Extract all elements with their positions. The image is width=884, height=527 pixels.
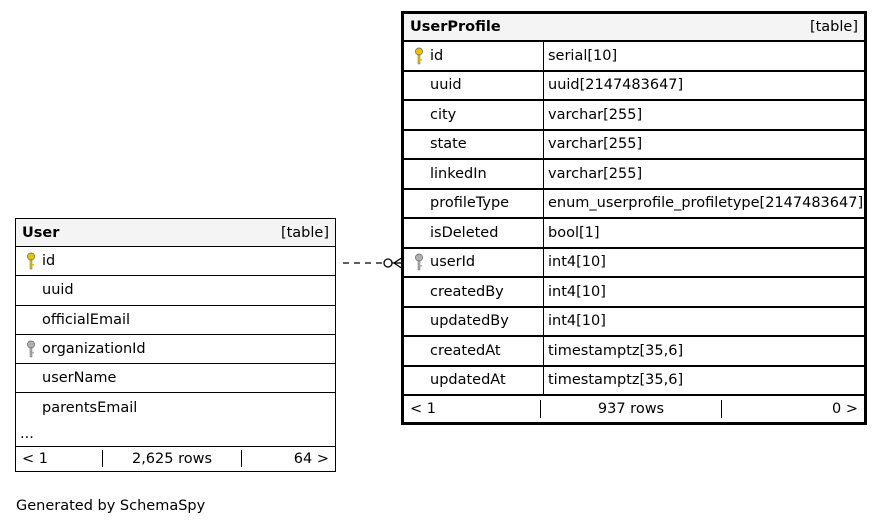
footer-divider bbox=[102, 450, 103, 468]
column-row-organizationid[interactable]: organizationId bbox=[16, 335, 335, 365]
column-name-cell: updatedBy bbox=[404, 307, 544, 335]
column-name: officialEmail bbox=[42, 311, 131, 328]
footer-parents: < 1 bbox=[22, 450, 48, 467]
column-type: int4[10] bbox=[548, 283, 606, 300]
footer-divider bbox=[241, 450, 242, 468]
column-name: parentsEmail bbox=[42, 400, 138, 417]
column-type: serial[10] bbox=[548, 47, 618, 64]
column-name: linkedIn bbox=[430, 165, 487, 182]
user-table[interactable]: User [table] id uuid officialEmail organiza… bbox=[15, 218, 336, 472]
primary-key-icon bbox=[20, 252, 42, 270]
column-name-cell: city bbox=[404, 101, 544, 129]
table-kind: [table] bbox=[280, 224, 329, 241]
table-footer: < 1 2,625 rows 64 > bbox=[16, 447, 335, 471]
user-table-header[interactable]: User [table] bbox=[16, 219, 335, 247]
column-name: uuid bbox=[430, 77, 462, 94]
column-name-cell: state bbox=[404, 130, 544, 158]
column-row-username[interactable]: userName bbox=[16, 364, 335, 394]
column-name: updatedAt bbox=[430, 372, 506, 389]
column-row-state[interactable]: state varchar[255] bbox=[404, 130, 864, 160]
column-name-cell: officialEmail bbox=[16, 306, 316, 334]
footer-row-count: 2,625 rows bbox=[131, 450, 213, 467]
column-name: id bbox=[430, 47, 444, 64]
footer-children: 0 > bbox=[832, 401, 858, 417]
column-type: enum_userprofile_profiletype[2147483647] bbox=[548, 195, 864, 212]
footer-parents: < 1 bbox=[410, 401, 436, 417]
column-name: createdAt bbox=[430, 342, 501, 359]
column-row-uuid[interactable]: uuid uuid[2147483647] bbox=[404, 71, 864, 101]
column-name: isDeleted bbox=[430, 224, 499, 241]
column-row-createdby[interactable]: createdBy int4[10] bbox=[404, 278, 864, 308]
table-footer: < 1 937 rows 0 > bbox=[404, 396, 864, 422]
primary-key-icon bbox=[408, 47, 430, 65]
column-row-profiletype[interactable]: profileType enum_userprofile_profiletype[… bbox=[404, 189, 864, 219]
column-name: organizationId bbox=[42, 341, 146, 358]
column-name: updatedBy bbox=[430, 313, 509, 330]
column-name: uuid bbox=[42, 282, 74, 299]
column-row-updatedby[interactable]: updatedBy int4[10] bbox=[404, 307, 864, 337]
column-name-cell: id bbox=[404, 42, 544, 70]
table-name: UserProfile bbox=[410, 19, 501, 35]
column-type: timestamptz[35,6] bbox=[548, 342, 684, 359]
column-row-isdeleted[interactable]: isDeleted bool[1] bbox=[404, 219, 864, 249]
column-name-cell: createdAt bbox=[404, 337, 544, 365]
column-name-cell: uuid bbox=[16, 276, 316, 304]
ellipsis: ... bbox=[20, 426, 34, 443]
column-type: uuid[2147483647] bbox=[548, 77, 684, 94]
column-name: createdBy bbox=[430, 283, 504, 300]
foreign-key-icon bbox=[20, 340, 42, 358]
foreign-key-icon bbox=[408, 253, 430, 271]
column-type: varchar[255] bbox=[548, 136, 643, 153]
column-row-uuid[interactable]: uuid bbox=[16, 276, 335, 306]
table-name: User bbox=[22, 224, 60, 241]
column-name-cell: organizationId bbox=[16, 335, 316, 363]
column-row-officialemail[interactable]: officialEmail bbox=[16, 306, 335, 335]
column-name-cell: linkedIn bbox=[404, 160, 544, 188]
column-row-id[interactable]: id serial[10] bbox=[404, 42, 864, 72]
column-row-linkedin[interactable]: linkedIn varchar[255] bbox=[404, 160, 864, 190]
column-name: userId bbox=[430, 254, 476, 271]
column-name-cell: updatedAt bbox=[404, 366, 544, 394]
footer-divider bbox=[540, 399, 541, 419]
footer-divider bbox=[721, 399, 722, 419]
column-type: bool[1] bbox=[548, 224, 600, 241]
column-row-parentsemail[interactable]: parentsEmail bbox=[16, 393, 335, 422]
footer-row-count: 937 rows bbox=[597, 401, 665, 417]
column-row-createdat[interactable]: createdAt timestamptz[35,6] bbox=[404, 337, 864, 367]
generated-by-label: Generated by SchemaSpy bbox=[16, 498, 206, 514]
more-columns-row: ... bbox=[16, 423, 335, 447]
column-row-id[interactable]: id bbox=[16, 247, 335, 277]
column-row-userid[interactable]: userId int4[10] bbox=[404, 248, 864, 278]
column-name-cell: isDeleted bbox=[404, 219, 544, 247]
column-type: varchar[255] bbox=[548, 106, 643, 123]
column-row-updatedat[interactable]: updatedAt timestamptz[35,6] bbox=[404, 366, 864, 396]
column-name-cell: id bbox=[16, 247, 316, 275]
column-name-cell: userId bbox=[404, 248, 544, 276]
column-type: int4[10] bbox=[548, 313, 606, 330]
column-name-cell: userName bbox=[16, 364, 316, 392]
footer-children: 64 > bbox=[293, 450, 329, 467]
zero-cardinality-circle bbox=[383, 258, 393, 268]
column-name: id bbox=[42, 253, 56, 270]
column-type: int4[10] bbox=[548, 254, 606, 271]
column-name: userName bbox=[42, 370, 117, 387]
column-name: profileType bbox=[430, 195, 510, 212]
column-name-cell: profileType bbox=[404, 189, 544, 217]
column-name: state bbox=[430, 136, 467, 153]
column-type: timestamptz[35,6] bbox=[548, 372, 684, 389]
column-type: varchar[255] bbox=[548, 165, 643, 182]
userprofile-table-header[interactable]: UserProfile [table] bbox=[404, 14, 864, 42]
column-name-cell: uuid bbox=[404, 71, 544, 99]
column-row-city[interactable]: city varchar[255] bbox=[404, 101, 864, 131]
column-name-cell: parentsEmail bbox=[16, 393, 316, 422]
column-name: city bbox=[430, 106, 457, 123]
column-name-cell: createdBy bbox=[404, 278, 544, 306]
table-kind: [table] bbox=[809, 19, 858, 35]
